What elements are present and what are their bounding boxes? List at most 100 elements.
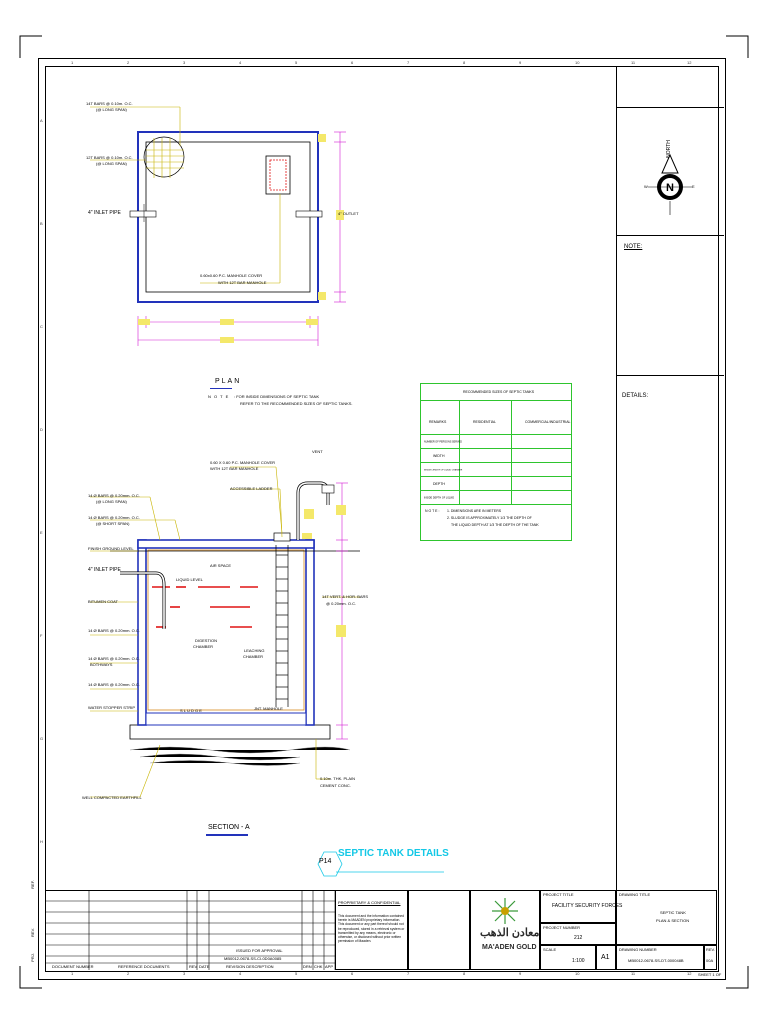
table-note-2: 2. SLUDGE IS APPROXIMATELY 1/3 THE DEPTH… — [447, 516, 532, 520]
project-title: FACILITY SECURITY FORCES — [552, 903, 623, 909]
joint-note: JNT. MANHOLE — [254, 706, 283, 711]
grid-number: 1 — [71, 60, 74, 65]
section-title: SECTION - A — [208, 824, 250, 831]
grid-number: 12 — [687, 60, 692, 65]
table-row-persons: NUMBER OF PERSONS SERVED — [424, 440, 463, 444]
company-ar: معادن الذهب — [480, 927, 540, 939]
drawing-border — [38, 58, 726, 980]
plan-view — [90, 106, 346, 346]
sludge-label: S L U D G E — [180, 708, 202, 713]
plan-note-line-1: : FOR INSIDE DIMENSIONS OF SEPTIC TANK — [234, 394, 320, 399]
water-stopper-strip: WATER STOPPER STRIP — [88, 705, 136, 710]
side-text-rev: REV. — [29, 928, 35, 937]
section-note-11: 14 Ø BARS @ 0.20mm. O.C. — [88, 682, 140, 687]
section-inlet-pipe: 4" INLET PIPE — [88, 567, 121, 573]
grid-letter: C — [40, 323, 43, 329]
table-row-width: WIDTH — [433, 454, 445, 458]
plan-title: PLAN — [215, 378, 242, 385]
notes-title: NOTE: — [624, 244, 643, 250]
finish-ground-level: FINISH GROUND LEVEL — [88, 546, 134, 551]
grid-letter: H — [40, 838, 43, 844]
digestion-2: CHAMBER — [193, 644, 214, 649]
ladder-note: ACCESSIBLE LADDER — [230, 486, 273, 491]
plan-note-line-2: REFER TO THE RECOMMENDED SIZES OF SEPTIC… — [240, 401, 353, 406]
grid-number: 2 — [127, 971, 130, 976]
grid-letter: F — [40, 632, 43, 638]
grid-letter: D — [40, 426, 43, 432]
drawing-title-2: PLAN & SECTION — [656, 918, 690, 923]
grid-number: 9 — [519, 971, 522, 976]
revision-table — [45, 890, 336, 970]
inner-border — [45, 66, 719, 972]
table-note-3: THE LIQUID DEPTH AT 1/3 THE DEPTH OF THE… — [451, 523, 539, 527]
rev-value: 00A — [706, 958, 714, 963]
drawing-title-label: DRAWING TITLE — [619, 892, 651, 897]
tb-app-label: APP — [325, 964, 334, 969]
drawing-title-1: SEPTIC TANK — [660, 910, 686, 915]
right-panel-line-3 — [616, 375, 724, 376]
right-bars-note-1: 14T VERT. & HOR. BARS — [322, 594, 369, 599]
drawing-title-cell — [616, 890, 717, 945]
table-note-1: 1. DIMENSIONS ARE IN METERS — [447, 509, 502, 513]
grid-number: 7 — [407, 971, 410, 976]
tb-rev-desc-label: REVISION DESCRIPTION — [226, 964, 274, 969]
right-panel-divider — [616, 66, 617, 890]
detail-title: SEPTIC TANK DETAILS — [338, 848, 449, 859]
plan-note-3: 12T BARS @ 0.10m. O.C. — [86, 155, 133, 160]
grid-number: 5 — [295, 971, 298, 976]
table-col-commercial: COMMERCIAL/INDUSTRIAL — [525, 420, 571, 424]
proprietary-box — [335, 890, 408, 970]
digestion-1: DIGESTION — [195, 638, 218, 643]
grid-number: 5 — [295, 60, 298, 65]
vent-label: VENT — [312, 449, 323, 454]
bitumen-coat: BITUMEN COAT — [88, 599, 118, 604]
manhole-note-1: 0.60x0.60 P.C. MANHOLE COVER — [200, 273, 263, 278]
detail-title-bubble — [317, 851, 444, 877]
slab-note-2: CEMENT CONC. — [320, 783, 351, 788]
tb-issue-doc: MB0012-0678-SS-CI-0D0A0085 — [224, 956, 282, 961]
section-note-3: 14 Ø BARS @ 0.20mm. O.C. — [88, 515, 140, 520]
liquid-level: LIQUID LEVEL — [176, 577, 203, 582]
grid-number: 9 — [519, 60, 522, 65]
logo-cell — [470, 890, 540, 970]
air-space: AIR SPACE — [210, 563, 232, 568]
slab-note-1: 0.10m. THK. PLAIN — [320, 776, 356, 781]
recommended-sizes-table: RECOMMENDED SIZES OF SEPTIC TANKS REMARK… — [420, 383, 572, 541]
svg-text:E: E — [692, 184, 695, 189]
plan-outlet-label: 4" OUTLET — [338, 211, 359, 216]
section-note-2: (@ LONG SPAN) — [96, 499, 127, 504]
grid-number: 8 — [463, 60, 466, 65]
plan-inlet-label: 4" INLET PIPE — [88, 210, 121, 216]
grid-letter: G — [40, 735, 44, 741]
maaden-logo-icon — [492, 898, 518, 924]
project-title-label: PROJECT TITLE — [543, 892, 574, 897]
rev-cell — [704, 945, 717, 970]
grid-letter: B — [40, 220, 43, 226]
grid-number: 10 — [575, 60, 580, 65]
side-text-ref: REF. — [29, 880, 35, 889]
blank-cell — [408, 890, 470, 970]
grid-number: 4 — [239, 60, 242, 65]
table-row-liquid: INSIDE DEPTH OF LIQUID — [424, 496, 455, 500]
project-number: 212 — [574, 935, 583, 941]
grid-letter: A — [40, 117, 43, 123]
section-view — [90, 466, 360, 798]
drawing-number: MB0012-0678-SS-DT-000048B — [628, 958, 684, 963]
table-title: RECOMMENDED SIZES OF SEPTIC TANKS — [463, 390, 535, 394]
section-note-9: 14 Ø BARS @ 0.20mm. O.C. — [88, 656, 140, 661]
project-number-label: PROJECT NUMBER — [543, 925, 581, 930]
table-row-length: INSIDE LENGTH OF LIQUID CHAMBER — [424, 468, 463, 472]
leaching-1: LEACHING — [244, 648, 265, 653]
project-title-cell — [540, 890, 616, 923]
table-col-remarks: REMARKS — [429, 420, 447, 424]
drawing-number-cell — [616, 945, 704, 970]
tb-drn-label: DRN — [303, 964, 312, 969]
section-note-4: (@ SHORT SPAN) — [96, 521, 130, 526]
table-row-depth: DEPTH — [433, 482, 445, 486]
scale-cell — [540, 945, 596, 970]
north-label: NORTH — [666, 140, 672, 158]
details-title: DETAILS: — [622, 393, 649, 399]
section-top-note-1: 0.60 X 0.60 P.C. MANHOLE COVER — [210, 460, 276, 465]
project-number-cell — [540, 923, 616, 945]
